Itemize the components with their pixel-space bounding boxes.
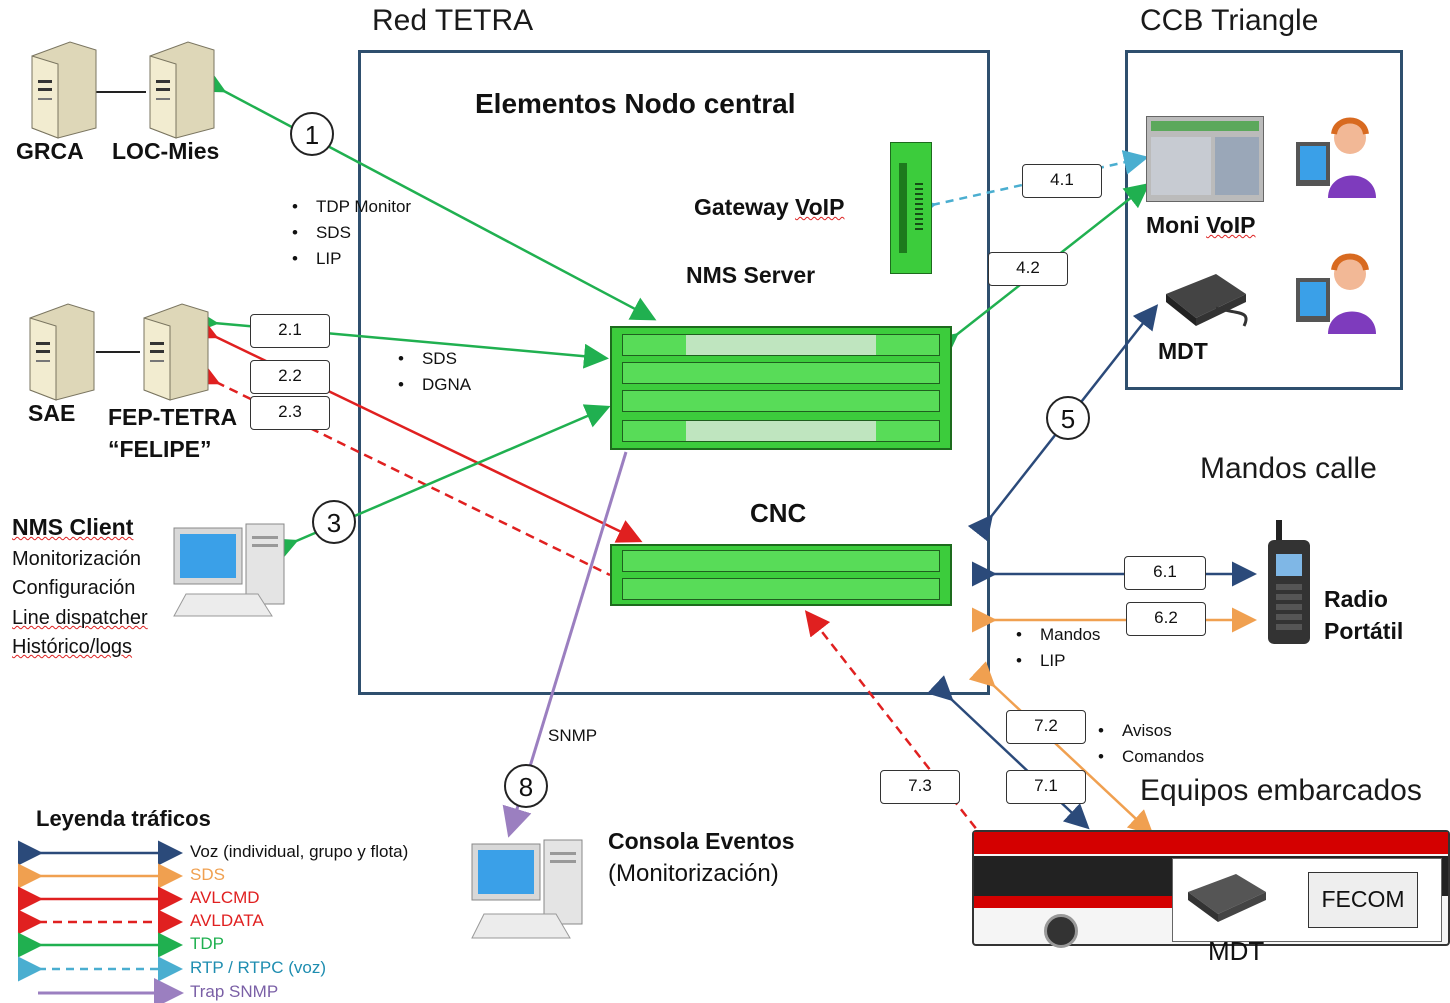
fep-tetra-label: FEP-TETRA [108,404,238,430]
nms-client-item: Monitorización [12,548,141,570]
red-tetra-title: Red TETRA [372,4,534,37]
legend-item-tdp: TDP [190,934,224,953]
bullets-link-7: AvisosComandos [1098,718,1204,770]
mandos-calle-title: Mandos calle [1200,452,1377,485]
legend-item-avlcmd: AVLCMD [190,888,260,907]
arrow-7-1 [926,675,1090,830]
nms-server-rack-icon [610,326,952,450]
label-7-1: 7.1 [1006,770,1086,804]
legend-item-avldata: AVLDATA [190,911,264,930]
cnc-rack-icon [610,544,952,606]
sae-label: SAE [28,400,76,426]
bullets-link-6: MandosLIP [1016,622,1100,674]
arrow-1-tdp [198,69,657,321]
nms-server-label: NMS Server [686,262,816,288]
bullets-link-1: TDP MonitorSDSLIP [292,194,411,272]
legend-item-sds: SDS [190,865,225,884]
legend-item-snmp: Trap SNMP [190,982,279,1001]
legend-item-rtp: RTP / RTPC (voz) [190,958,327,977]
step-circle-8: 8 [504,764,548,808]
portatil-label: Portátil [1324,618,1404,644]
cnc-label: CNC [750,498,807,528]
radio-portatil-icon [1266,520,1312,644]
label-2-3: 2.3 [250,396,330,430]
label-2-1: 2.1 [250,314,330,348]
snmp-label: SNMP [548,726,598,745]
step-circle-3: 3 [312,500,356,544]
felipe-label: “FELIPE” [108,436,212,462]
nms-client-item: Configuración [12,577,136,599]
step-circle-5: 5 [1046,396,1090,440]
label-7-2: 7.2 [1006,710,1086,744]
bullets-link-2: SDSDGNA [398,346,471,398]
arrow-7-3 [804,610,986,841]
label-4-1: 4.1 [1022,164,1102,198]
nms-client-title: NMS Client [12,514,134,540]
label-7-3: 7.3 [880,770,960,804]
nms-client-item: Histórico/logs [12,636,133,658]
label-6-1: 6.1 [1124,556,1206,590]
label-6-2: 6.2 [1126,602,1206,636]
consola-monitorizacion-label: (Monitorización) [608,860,779,887]
mdt-bus-label: MDT [1208,936,1265,966]
moni-voip-label: Moni VoIP [1146,212,1256,238]
moni-voip-screen-icon [1146,116,1264,202]
loc-mies-label: LOC-Mies [112,138,220,164]
label-4-2: 4.2 [988,252,1068,286]
legend-item-voz: Voz (individual, grupo y flota) [190,842,409,861]
mdt-ccb-label: MDT [1158,338,1208,364]
gateway-voip-card-icon [890,142,932,274]
nms-client-item: Line dispatcher [12,607,148,629]
step-circle-1: 1 [290,112,334,156]
grca-label: GRCA [16,138,84,164]
legend-title: Leyenda tráficos [36,806,211,831]
consola-eventos-label: Consola Eventos [608,828,795,854]
label-2-2: 2.2 [250,360,330,394]
equipos-embarcados-title: Equipos embarcados [1140,774,1422,807]
fecom-box: FECOM [1308,872,1418,928]
gateway-voip-label: Gateway VoIP [694,194,845,220]
radio-label: Radio [1324,586,1388,612]
ccb-triangle-title: CCB Triangle [1140,4,1319,37]
